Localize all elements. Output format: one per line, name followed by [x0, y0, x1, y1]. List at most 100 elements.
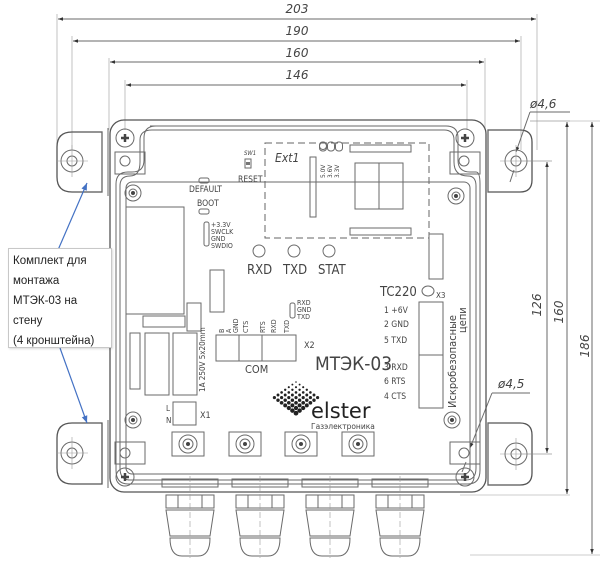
led-rxd-label: RXD	[247, 263, 272, 278]
logo-dot	[308, 396, 312, 400]
dimension-203-label: 203	[286, 2, 309, 16]
l-label: L	[166, 404, 170, 413]
elster-logo-icon	[272, 381, 320, 416]
logo-dot	[305, 388, 308, 391]
svg-text:RXD: RXD	[270, 319, 278, 333]
terminal-block	[171, 431, 205, 457]
hole-diameter-bottom-label: ø4,5	[497, 377, 524, 391]
svg-text:CTS: CTS	[242, 321, 250, 333]
logo-dot	[290, 393, 294, 397]
svg-text:GND: GND	[211, 235, 226, 243]
bracket-top-right	[487, 129, 552, 193]
logo-dot	[305, 398, 309, 402]
terminal-block	[228, 431, 262, 457]
dimension-190: 190	[71, 24, 522, 150]
dimension-126-label: 126	[530, 293, 544, 316]
svg-text:RTS: RTS	[259, 321, 267, 333]
dimension-146-label: 146	[286, 68, 309, 82]
callout-arrow-bottom	[59, 347, 88, 424]
dimension-160-vertical: 160	[460, 120, 570, 496]
hole-diameter-bottom: ø4,5	[461, 377, 530, 473]
callout-arrow-top	[57, 182, 88, 251]
ext1-label: Ext1	[275, 151, 299, 165]
logo-dot	[294, 386, 298, 389]
screw-bottom-left	[114, 441, 146, 487]
com-label: COM	[245, 363, 268, 376]
logo-dot	[297, 398, 302, 402]
logo-dot	[298, 388, 301, 391]
logo-dot	[301, 400, 306, 405]
logo-dot	[298, 393, 302, 397]
logo-dot	[301, 405, 306, 411]
svg-text:5.0V: 5.0V	[319, 165, 327, 178]
x2-label: X2	[304, 341, 315, 351]
dimension-186-label: 186	[578, 334, 592, 357]
logo-dot	[294, 400, 298, 405]
hole-diameter-top: ø4,6	[509, 97, 570, 183]
logo-dot	[290, 398, 295, 402]
left-components	[125, 206, 225, 396]
svg-text:SWCLK: SWCLK	[211, 228, 234, 236]
logo-dot	[276, 393, 280, 397]
tc220-block: TC220 X3 1 +6V 2 GND 5 TXD 3 RXD 6 RTS 4…	[379, 285, 469, 409]
logo-dot	[280, 396, 284, 400]
brand-subtitle: Газэлектроника	[311, 422, 375, 431]
svg-text:A: A	[225, 328, 233, 333]
logo-dot	[290, 403, 295, 408]
bottom-terminals	[171, 431, 375, 457]
logo-dot	[286, 400, 291, 405]
svg-text:4 CTS: 4 CTS	[384, 392, 406, 402]
logo-dot	[287, 391, 291, 394]
svg-text:TXD: TXD	[296, 313, 310, 321]
svg-text:цепи: цепи	[456, 307, 469, 333]
logo-dot	[272, 396, 276, 400]
svg-text:TXD: TXD	[283, 320, 291, 334]
logo-dot	[297, 408, 302, 413]
com-connector: B A GND CTS RTS RXD TXD X2 COM	[215, 318, 315, 376]
bracket-top-left	[56, 128, 109, 196]
model-name: МТЭК-03	[315, 353, 392, 375]
dimension-160: 160	[108, 46, 486, 130]
svg-text:3.6V: 3.6V	[326, 165, 334, 178]
logo-dot	[291, 383, 294, 386]
hole-diameter-top-label: ø4,6	[529, 97, 557, 111]
logo-dot	[309, 391, 312, 394]
tc220-title: TC220	[379, 285, 417, 300]
logo-dot	[298, 383, 301, 386]
logo-dot	[283, 403, 288, 408]
logo-dot	[302, 386, 305, 389]
screw-top-right	[449, 128, 481, 175]
n-label: N	[166, 416, 171, 425]
logo-dot	[308, 400, 313, 405]
x1-label: X1	[200, 411, 211, 421]
logo-dot	[276, 398, 280, 402]
dimension-160-label: 160	[286, 46, 309, 60]
logo-dot	[287, 386, 290, 389]
uart-header: RXD GND TXD	[289, 299, 312, 321]
ext1-module: Ext1 5.0V 3.6V 3.3V	[264, 141, 430, 239]
x3-label: X3	[436, 291, 446, 300]
logo-dot	[305, 393, 309, 397]
led-txd-label: TXD	[282, 263, 307, 278]
screw-bottom-right	[449, 441, 481, 487]
logo-dot	[312, 398, 316, 402]
logo-dot	[291, 388, 294, 391]
logo-dot	[301, 396, 305, 400]
pcb-screws	[124, 184, 465, 429]
status-leds: RXD TXD STAT	[247, 244, 347, 278]
led-stat-label: STAT	[318, 263, 347, 278]
bracket-bottom-left	[56, 420, 109, 488]
svg-text:6 RTS: 6 RTS	[384, 377, 406, 387]
fuse-label: 1A 250V 5x20mm	[198, 327, 207, 392]
dimension-190-label: 190	[286, 24, 309, 38]
logo-dot	[287, 396, 291, 400]
dimension-146: 146	[124, 68, 468, 130]
svg-text:SWDIO: SWDIO	[211, 242, 233, 250]
logo-dot	[290, 408, 295, 413]
logo-dot	[283, 398, 287, 402]
logo-dot	[279, 400, 284, 405]
svg-text:B: B	[218, 329, 226, 333]
brand-name: elster	[311, 399, 371, 423]
right-component	[428, 233, 444, 280]
